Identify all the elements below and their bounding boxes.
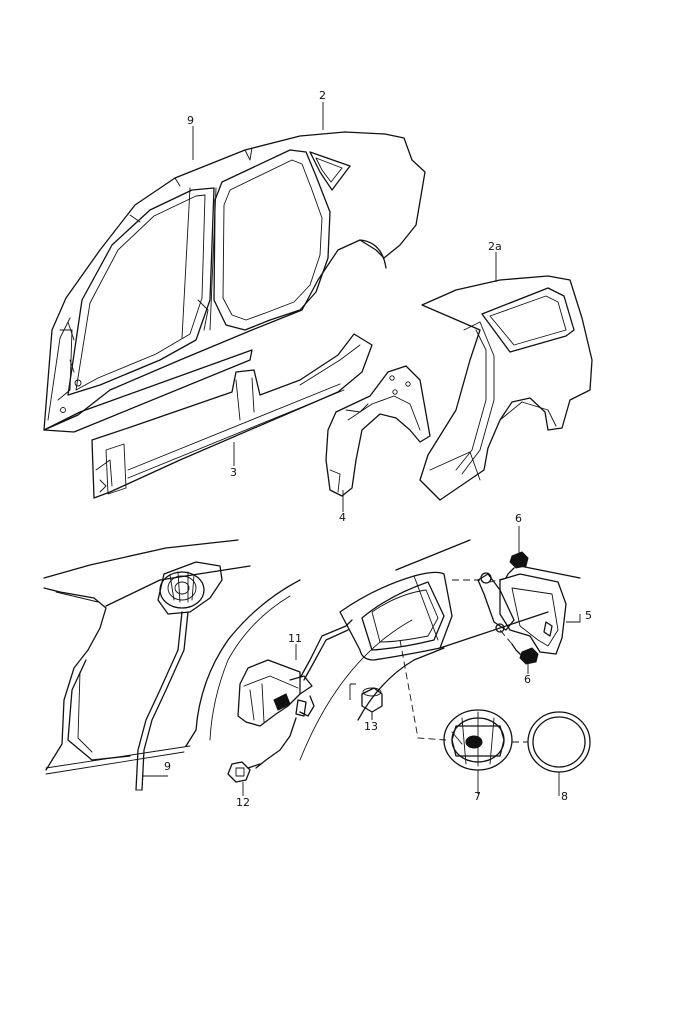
callout-11: 11 (288, 632, 302, 645)
callout-3: 3 (230, 466, 237, 479)
callout-2a: 2a (488, 240, 502, 253)
side-panel-wagon (419, 275, 593, 501)
seal-ring (512, 711, 591, 773)
callout-9-bottom: 9 (164, 760, 171, 773)
callout-4: 4 (339, 511, 346, 524)
leader-lines (142, 102, 581, 796)
callout-12: 12 (236, 796, 250, 809)
callout-13: 13 (364, 720, 378, 733)
callout-labels: 9 2 2a 3 4 6 5 6 11 13 9 12 7 8 (164, 89, 592, 809)
rear-quarter-view (43, 539, 301, 791)
fuel-door (452, 572, 567, 655)
callout-6-lower: 6 (524, 673, 531, 686)
screw-upper (489, 551, 529, 583)
callout-6-upper: 6 (515, 512, 522, 525)
callout-7: 7 (474, 790, 481, 803)
sill-panel (91, 333, 373, 499)
screw-lower (499, 629, 539, 665)
fuel-door-actuator (237, 619, 353, 769)
filler-housing (299, 539, 581, 761)
wheel-housing (325, 365, 431, 497)
callout-2: 2 (319, 89, 326, 102)
callout-8: 8 (561, 790, 568, 803)
callout-9-top: 9 (187, 114, 194, 127)
rubber-stop (349, 683, 383, 722)
side-panel-sedan (43, 131, 426, 433)
release-handle (227, 761, 261, 783)
callout-5: 5 (585, 609, 592, 622)
